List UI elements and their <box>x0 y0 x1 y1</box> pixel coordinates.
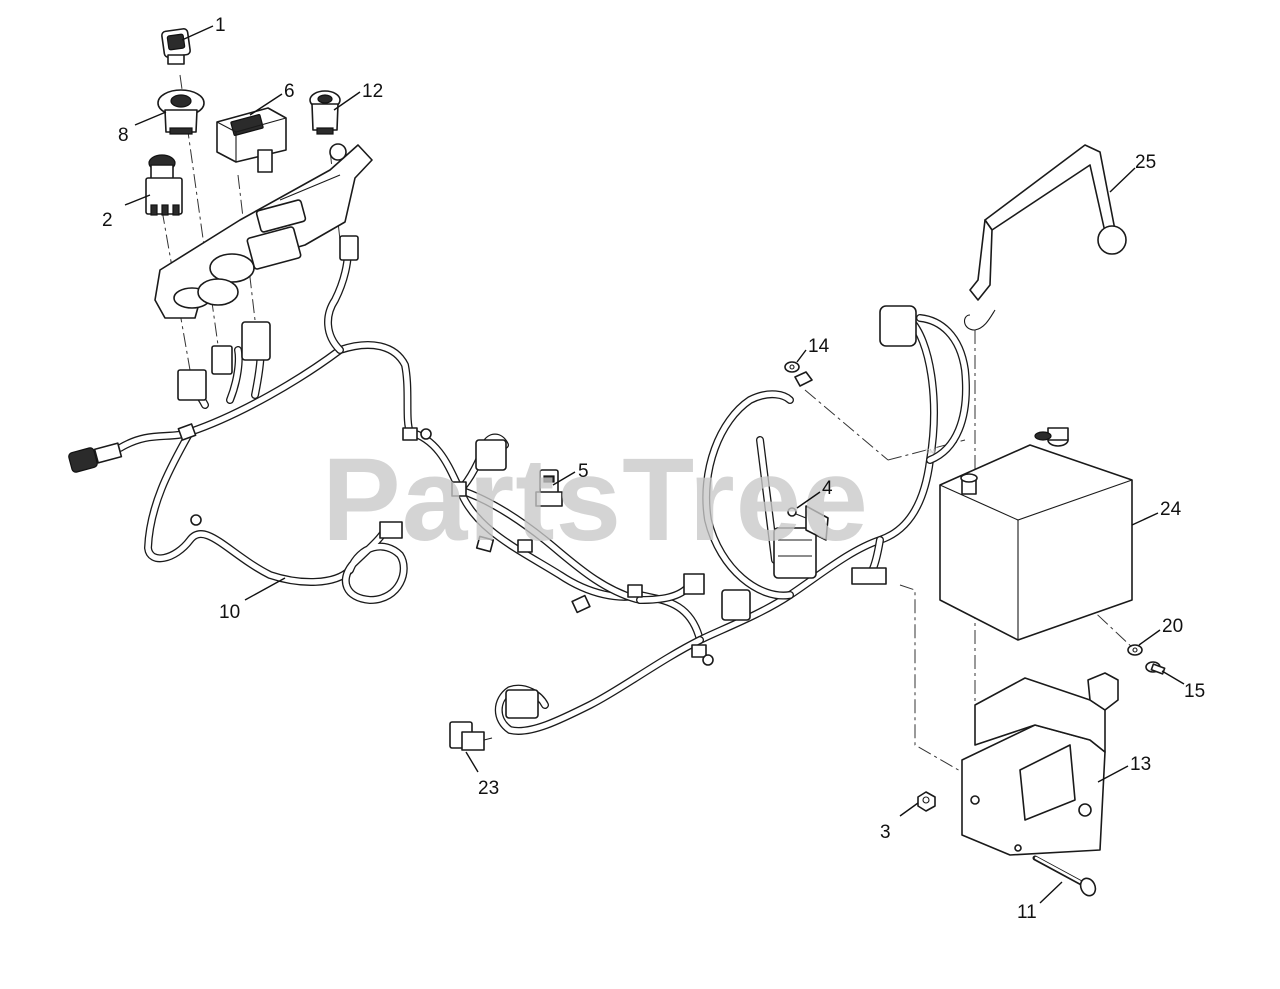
pto-switch <box>145 154 183 216</box>
callout-8: 8 <box>118 125 129 146</box>
console-panel <box>154 143 373 319</box>
relay <box>535 469 563 507</box>
nut-14 <box>784 361 813 387</box>
callout-10: 10 <box>219 602 240 623</box>
callout-1: 1 <box>215 15 226 36</box>
watermark-trademark: ™ <box>924 446 936 460</box>
callout-12: 12 <box>362 81 383 102</box>
nut-3 <box>917 791 936 812</box>
callout-23: 23 <box>478 778 499 799</box>
callout-11: 11 <box>1017 902 1037 923</box>
washer-20 <box>1127 644 1143 656</box>
ignition-switch <box>157 89 205 135</box>
callout-5: 5 <box>578 461 589 482</box>
power-outlet <box>309 90 341 135</box>
callout-14: 14 <box>808 336 830 357</box>
watermark-text: PartsTree <box>322 434 869 566</box>
callout-3: 3 <box>880 822 891 843</box>
battery-strap <box>964 144 1127 331</box>
callout-2: 2 <box>102 210 113 231</box>
callout-20: 20 <box>1162 616 1183 637</box>
callout-6: 6 <box>284 81 295 102</box>
callouts: 1 2 3 4 5 6 8 10 11 12 13 14 15 20 23 24 <box>102 15 1205 923</box>
seat-switch <box>449 721 493 751</box>
callout-25: 25 <box>1135 152 1156 173</box>
wiring-harness <box>68 235 970 735</box>
watermark: PartsTree ™ <box>322 434 936 566</box>
battery <box>939 427 1133 641</box>
callout-24: 24 <box>1160 499 1182 520</box>
bolt-15 <box>1145 661 1166 675</box>
screw-4 <box>787 505 829 541</box>
callout-13: 13 <box>1130 754 1151 775</box>
callout-15: 15 <box>1184 681 1205 702</box>
bolt-11 <box>1032 855 1097 897</box>
ignition-key <box>161 28 191 65</box>
hour-meter <box>216 107 287 173</box>
callout-4: 4 <box>822 478 833 499</box>
battery-bracket <box>961 672 1119 856</box>
